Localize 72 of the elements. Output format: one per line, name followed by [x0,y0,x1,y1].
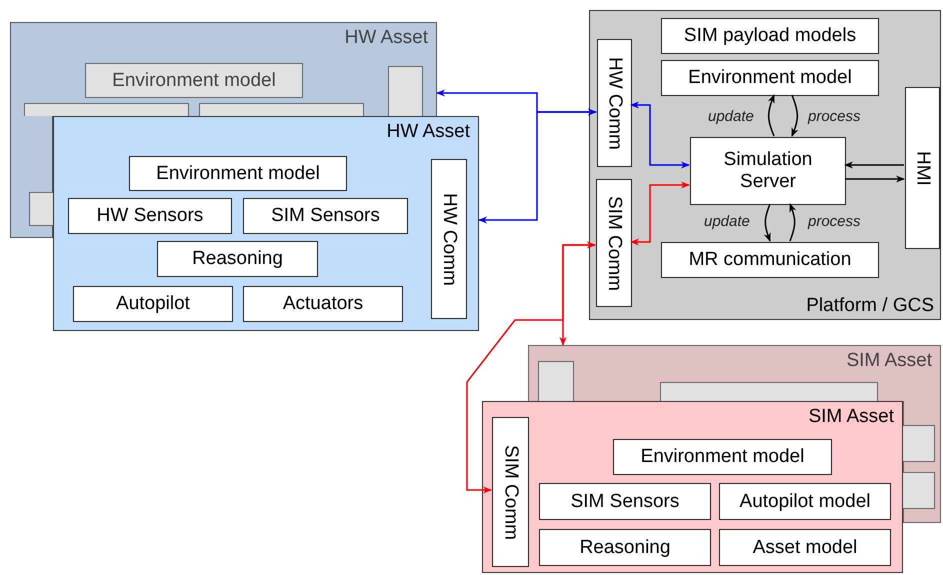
panel-title: HW Asset [344,27,428,49]
module-box [661,60,879,96]
module-box [243,286,403,322]
panel-title: SIM Asset [846,350,932,372]
module-box [85,63,303,98]
asset-panel [482,401,903,573]
module-box [613,439,832,475]
box-label: Simulation Server [722,149,814,193]
module-box [24,103,189,117]
box-label: HW Sensors [96,205,204,227]
panel-title: HW Asset [386,121,470,143]
module-box [905,87,940,249]
module-box [903,425,935,462]
module-box [660,382,878,402]
platform-panel [589,10,941,320]
vertical-label: HW Comm [438,192,460,286]
module-box [596,179,632,307]
connector-arrow [768,94,775,136]
module-box [539,483,711,520]
module-box [388,66,423,117]
box-label: Reasoning [192,248,283,270]
vertical-label: SIM Comm [603,196,625,290]
box-label: Environment model [156,162,320,184]
module-box [903,472,935,509]
connector-arrow [466,241,596,494]
module-box [719,483,891,520]
box-label: Actuators [282,293,364,315]
box-label: Environment model [688,67,852,89]
module-box [539,529,711,566]
vertical-label: HMI [912,150,934,186]
module-box [492,417,529,567]
edge-label: update [707,108,755,125]
asset-panel [10,22,437,116]
box-label: Asset model [752,536,858,558]
module-box [661,242,879,278]
box-label: SIM payload models [684,25,856,47]
box-label: Autopilot [116,293,190,315]
box-label: Autopilot model [740,490,870,512]
edge-label: update [703,213,751,230]
vertical-label: HW Comm [604,56,626,150]
box-label: MR communication [688,249,852,271]
module-box [29,192,53,226]
module-box [661,18,879,54]
connector-arrow [478,108,597,224]
box-label: Environment model [640,446,804,468]
module-box [690,137,846,205]
panel-title: SIM Asset [808,406,894,428]
module-box [719,529,891,566]
module-box [68,198,232,234]
module-box [129,156,347,191]
module-box [431,159,467,319]
connector-arrow [630,101,690,169]
connector-arrow [844,161,904,169]
asset-panel [528,345,941,401]
connector-arrow [791,94,798,137]
module-box [157,241,318,277]
connector-arrow [845,175,905,183]
box-label: SIM Sensors [570,490,680,512]
module-box [199,103,364,117]
asset-panel [53,116,479,331]
box-label: SIM Sensors [271,205,380,227]
module-box [597,39,632,167]
panel-title: Platform / GCS [806,295,934,317]
connector-arrow [764,204,771,242]
box-label: Reasoning [580,536,670,558]
module-box [73,286,233,322]
vertical-label: SIM Comm [500,444,522,540]
module-box [243,198,408,234]
connector-arrow [789,203,796,242]
module-box [538,361,574,402]
connector-arrow [630,181,690,246]
box-label: Environment model [112,70,276,92]
